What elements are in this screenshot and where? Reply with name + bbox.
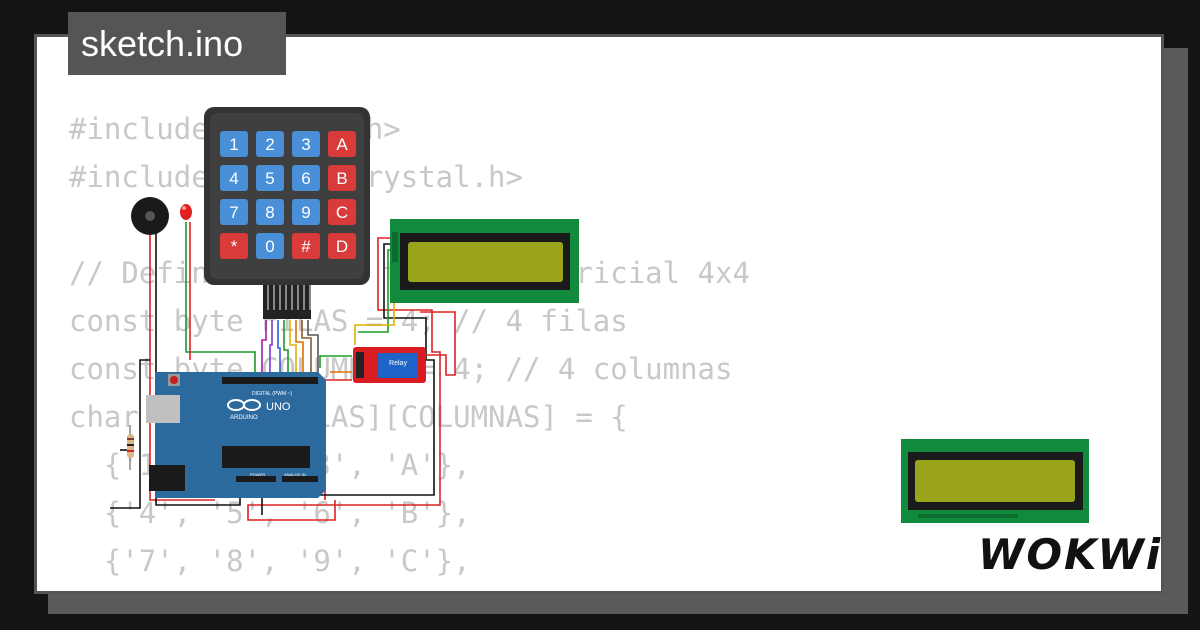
keypad-key-label: 5 xyxy=(265,169,274,188)
relay-label: Relay xyxy=(389,360,407,367)
keypad-key-label: # xyxy=(301,237,311,256)
arduino-brand: ARDUINO xyxy=(230,415,258,421)
lcd-display[interactable] xyxy=(390,219,579,303)
keypad-key[interactable]: A xyxy=(328,131,356,157)
keypad-key[interactable]: 4 xyxy=(220,165,248,191)
keypad-key-label: 6 xyxy=(301,169,310,188)
keypad-key[interactable]: 6 xyxy=(292,165,320,191)
keypad-key-label: 4 xyxy=(229,169,238,188)
keypad-key[interactable]: B xyxy=(328,165,356,191)
keypad-key[interactable]: 9 xyxy=(292,199,320,225)
keypad-key-label: 0 xyxy=(265,237,274,256)
resistor xyxy=(127,425,134,470)
keypad-key-label: * xyxy=(231,237,238,256)
arduino-header-label: DIGITAL (PWM ~) xyxy=(252,391,292,397)
keypad-key-label: 2 xyxy=(265,135,274,154)
keypad[interactable]: 1 2 3 A 4 5 6 B 7 8 9 C * 0 # D xyxy=(204,107,370,319)
arduino-analog-label: ANALOG IN xyxy=(284,472,306,477)
code-line: {'7', '8', '9', 'C'}, xyxy=(69,544,471,578)
lcd-display-preview xyxy=(901,439,1089,523)
keypad-key-label: 8 xyxy=(265,203,274,222)
code-line: {'4', '5', '6', 'B'}, xyxy=(69,496,471,530)
keypad-key-label: B xyxy=(336,169,347,188)
arduino-model: UNO xyxy=(266,401,291,413)
keypad-key-label: 3 xyxy=(301,135,310,154)
arduino-power-label: POWER xyxy=(250,472,265,477)
led[interactable] xyxy=(180,204,192,220)
keypad-key-label: 1 xyxy=(229,135,238,154)
keypad-key[interactable]: 2 xyxy=(256,131,284,157)
keypad-key[interactable]: D xyxy=(328,233,356,259)
relay-module[interactable]: Relay xyxy=(353,347,426,383)
keypad-key-label: 7 xyxy=(229,203,238,222)
keypad-key[interactable]: 7 xyxy=(220,199,248,225)
keypad-key-label: A xyxy=(336,135,348,154)
keypad-key[interactable]: 5 xyxy=(256,165,284,191)
code-line: const byte COLUMNAS = 4; // 4 columnas xyxy=(69,352,733,386)
keypad-key-label: 9 xyxy=(301,203,310,222)
keypad-key[interactable]: 1 xyxy=(220,131,248,157)
keypad-key[interactable]: C xyxy=(328,199,356,225)
wokwi-logo: WOKWi xyxy=(978,530,1163,579)
keypad-key-label: C xyxy=(336,203,348,222)
keypad-key[interactable]: * xyxy=(220,233,248,259)
keypad-key[interactable]: 3 xyxy=(292,131,320,157)
keypad-key[interactable]: 8 xyxy=(256,199,284,225)
file-tab[interactable]: sketch.ino xyxy=(68,12,286,75)
arduino-uno[interactable]: DIGITAL (PWM ~) UNO ARDUINO POWER ANALOG… xyxy=(146,372,326,498)
keypad-key-label: D xyxy=(336,237,348,256)
buzzer[interactable] xyxy=(131,197,169,235)
keypad-key[interactable]: # xyxy=(292,233,320,259)
keypad-key[interactable]: 0 xyxy=(256,233,284,259)
